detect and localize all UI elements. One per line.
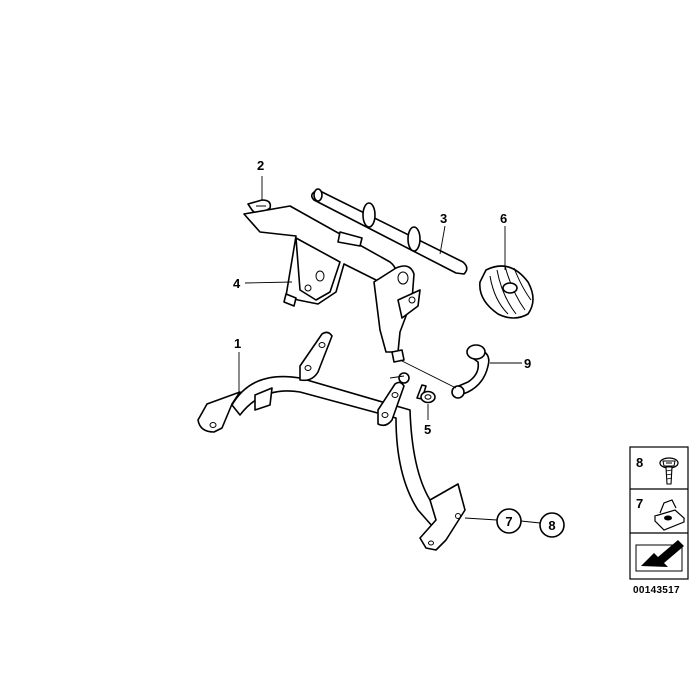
part-1-support-bracket [197, 331, 466, 551]
callout-1: 1 [234, 336, 241, 351]
callout-5: 5 [424, 422, 431, 437]
callout-3: 3 [440, 211, 447, 226]
circled-callout-7: 7 [496, 508, 522, 534]
part-6-grip-knob [479, 265, 534, 319]
arrow-symbol-icon [633, 536, 685, 576]
part-5-bolt [416, 384, 436, 404]
ball-joint [391, 349, 405, 363]
screw-icon [659, 457, 679, 485]
circled-callout-7-label: 7 [505, 514, 512, 529]
legend-item-7-label: 7 [636, 496, 643, 511]
callout-2: 2 [257, 158, 264, 173]
document-number: 00143517 [633, 585, 680, 596]
callout-4: 4 [233, 276, 241, 291]
callout-6: 6 [500, 211, 507, 226]
leader-lines [238, 176, 541, 524]
callout-9: 9 [524, 356, 531, 371]
legend-item-8-label: 8 [636, 455, 643, 470]
circled-callout-8: 8 [539, 512, 565, 538]
part-9-cable [451, 344, 490, 399]
clip-nut-icon [653, 499, 686, 531]
legend-box: 8 7 [629, 446, 689, 580]
nut [398, 372, 410, 384]
circled-callout-8-label: 8 [548, 518, 555, 533]
part-3-shaft [310, 188, 468, 275]
